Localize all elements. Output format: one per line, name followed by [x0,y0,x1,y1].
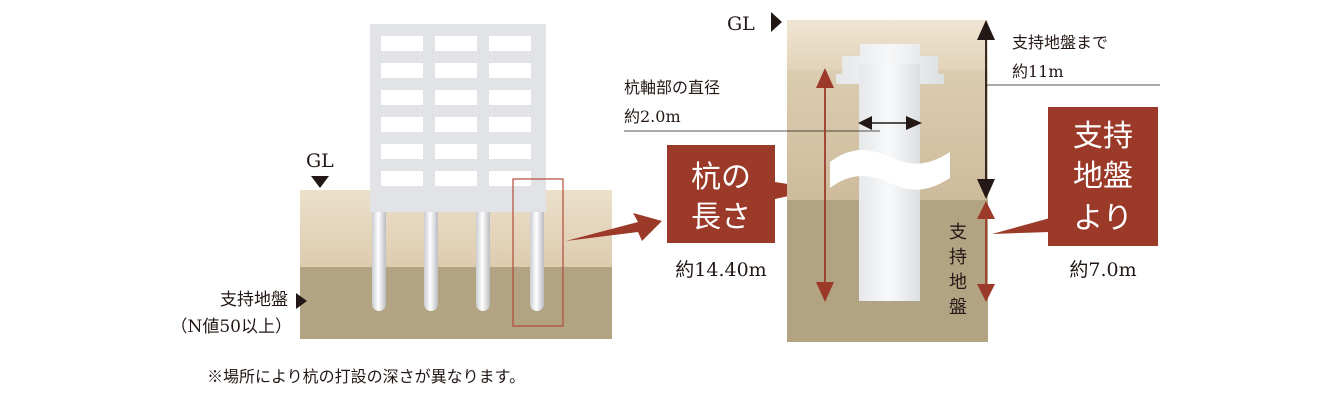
from-bearing-pointer [992,218,1050,234]
building [370,24,546,212]
window [381,36,423,51]
bearing-vertical-char: 持 [949,247,967,268]
diameter-arrow-left [858,116,872,130]
bearing-vertical-char: 地 [949,272,967,293]
embed-arrow-bottom [977,284,995,302]
window [381,144,423,159]
pile [530,212,544,311]
building-windows [381,36,531,186]
from-bearing-value: 約7.0m [1069,259,1136,281]
window [489,36,531,51]
window [435,36,477,51]
window [381,63,423,78]
from-bearing-line1: 支持 [1073,119,1133,154]
window [489,117,531,132]
bearing-label: 支持地盤 [220,290,288,310]
pile-length-line2: 長さ [691,200,751,235]
window [435,117,477,132]
piles [372,212,544,311]
pile-length-line1: 杭の [691,160,751,195]
bearing-vertical-char: 盤 [949,297,967,318]
gl-marker-right [771,12,782,32]
break-mark [830,150,950,190]
diameter-text-2: 約2.0m [624,107,681,126]
pile [424,212,438,311]
pile [372,212,386,311]
bearing-sub-label: （N値50以上） [170,317,292,337]
from-bearing-line2: 地盤 [1073,159,1133,194]
bearing-vertical-char: 支 [949,222,967,243]
pile-length-box [667,145,775,243]
pile-length-arrow-bottom [816,282,834,302]
window [489,63,531,78]
depth-arrow-top [977,20,995,40]
from-bearing-box [1048,107,1158,246]
depth-arrow-bottom [977,179,995,199]
diameter-text-1: 杭軸部の直径 [624,78,720,97]
overview-section: GL 支持地盤 （N値50以上） ※場所により杭の打設の深さが異なります。 [170,24,662,386]
window [381,90,423,105]
from-bearing-line3: より [1073,201,1132,236]
window [381,171,423,186]
bearing-layer [300,267,612,339]
highlight-frame [512,178,564,327]
window [381,117,423,132]
window [435,144,477,159]
location-note: ※場所により杭の打設の深さが異なります。 [207,367,525,386]
from-bearing-callout: 支持 地盤 より 約7.0m [992,107,1158,281]
gl-marker-left [311,176,329,188]
gl-label-right: GL [727,13,755,35]
window [435,171,477,186]
pile-length-value: 約14.40m [675,259,766,281]
window [489,144,531,159]
pile-length-arrow-top [816,68,834,88]
diameter-arrow-right [906,116,922,130]
detail-section: 杭軸部の直径 約2.0m 支持地盤まで 約11m 支 持 地 盤 GL [624,12,1160,342]
connector-arrow [566,213,662,241]
embed-arrow-top [977,201,995,219]
window [435,90,477,105]
pile-length-callout: 杭の 長さ 約14.40m [667,145,820,281]
window [435,63,477,78]
bearing-pointer [296,293,307,309]
window [489,171,531,186]
pile [476,212,490,311]
depth-text-2: 約11m [1012,62,1064,81]
depth-text-1: 支持地盤まで [1012,33,1108,52]
window [489,90,531,105]
gl-label-left: GL [306,150,334,172]
